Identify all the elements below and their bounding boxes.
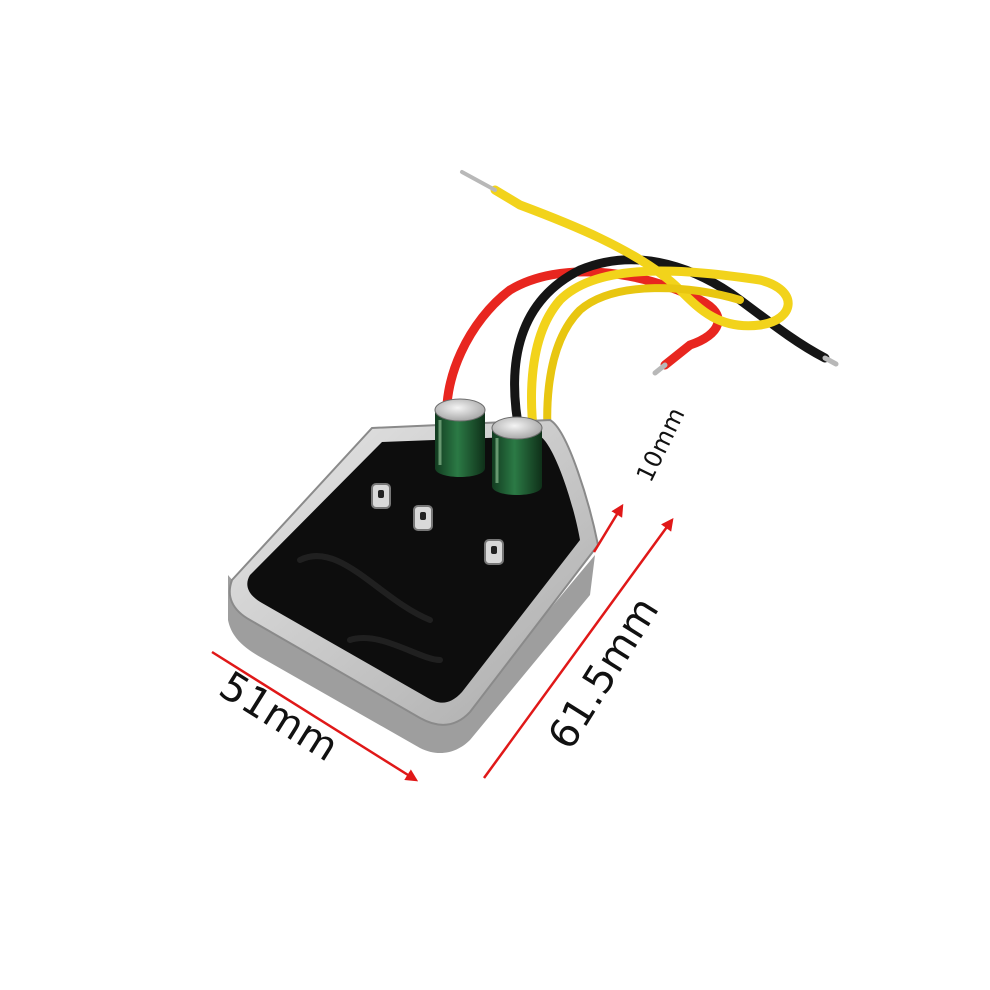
height-arrow xyxy=(592,503,624,553)
terminal-2 xyxy=(413,505,433,531)
yellow-wire-tip xyxy=(460,170,497,192)
black-wire-tip xyxy=(822,355,839,367)
potting-sheen xyxy=(297,552,443,663)
yellow-wire-1 xyxy=(490,185,793,495)
terminal-3 xyxy=(484,539,504,565)
length-arrow xyxy=(482,517,674,779)
capacitor-1 xyxy=(434,398,486,477)
height-label: 10mm xyxy=(631,403,691,487)
controller-board xyxy=(228,398,600,754)
board-potting xyxy=(247,436,581,703)
terminal-1 xyxy=(371,483,391,509)
width-arrow xyxy=(211,650,419,782)
capacitor-2 xyxy=(491,416,543,495)
red-wire xyxy=(442,267,723,435)
red-wire-tip xyxy=(652,362,668,376)
